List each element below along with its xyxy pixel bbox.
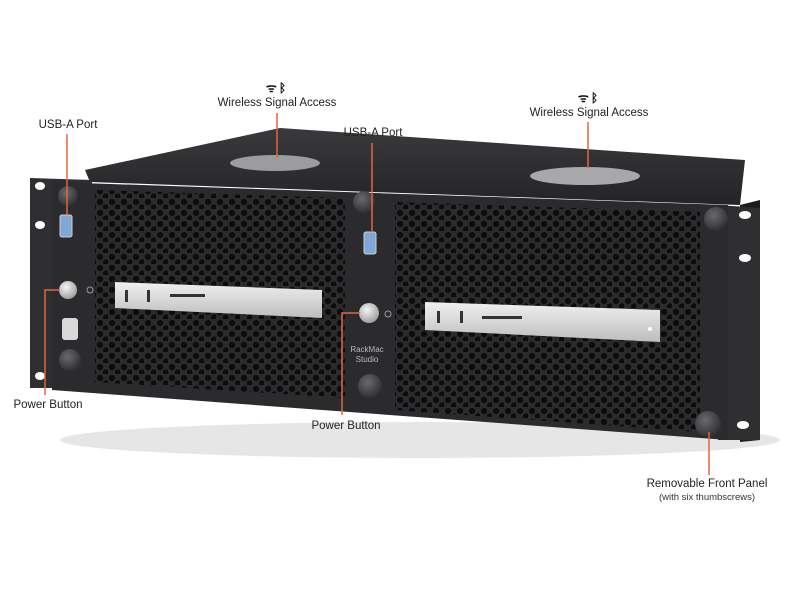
wifi-icon: ᯤ bbox=[577, 91, 591, 105]
chassis-top bbox=[85, 128, 745, 205]
power-button-center[interactable] bbox=[359, 303, 379, 323]
wireless-window-right bbox=[530, 167, 640, 185]
power-button-left[interactable] bbox=[59, 281, 77, 299]
usb-a-port-left[interactable] bbox=[59, 214, 73, 238]
ear-hole bbox=[739, 254, 751, 262]
thumbscrew[interactable] bbox=[59, 349, 81, 371]
bluetooth-icon: ᛒ bbox=[278, 81, 289, 95]
device-brand-label: RackMac Studio bbox=[350, 345, 383, 365]
thumbscrew[interactable] bbox=[353, 191, 375, 213]
ear-hole bbox=[737, 421, 749, 429]
callout-front-panel: Removable Front Panel bbox=[646, 478, 768, 490]
power-icon bbox=[384, 310, 392, 318]
brand-line-2: Studio bbox=[355, 355, 379, 364]
power-icon bbox=[86, 286, 94, 294]
thumbscrew[interactable] bbox=[58, 186, 78, 206]
callout-front-panel-note: (with six thumbscrews) bbox=[658, 492, 756, 503]
thumbscrew[interactable] bbox=[695, 411, 721, 437]
callout-power-center: Power Button bbox=[311, 420, 381, 432]
ear-hole bbox=[35, 221, 45, 229]
wifi-icon: ᯤ bbox=[265, 81, 279, 95]
usb-a-port-center[interactable] bbox=[363, 231, 377, 255]
wireless-icons-right: ᯤᛒ bbox=[578, 89, 600, 106]
rack-ear-right bbox=[718, 205, 760, 440]
wireless-icons-left: ᯤᛒ bbox=[266, 79, 288, 96]
callout-lines bbox=[44, 113, 710, 475]
brand-line-1: RackMac bbox=[350, 345, 384, 354]
thumbscrew[interactable] bbox=[704, 207, 728, 231]
callout-usb-left: USB-A Port bbox=[38, 119, 98, 131]
thumbscrew[interactable] bbox=[358, 374, 382, 398]
callout-usb-center: USB-A Port bbox=[343, 127, 403, 139]
ear-hole bbox=[739, 211, 751, 219]
ear-hole bbox=[35, 372, 45, 380]
callout-power-left: Power Button bbox=[13, 399, 83, 411]
callout-wireless-left: Wireless Signal Access bbox=[217, 97, 337, 109]
brand-logo bbox=[62, 318, 78, 340]
bluetooth-icon: ᛒ bbox=[590, 91, 601, 105]
floor-shadow bbox=[60, 422, 780, 458]
callout-wireless-right: Wireless Signal Access bbox=[529, 107, 649, 119]
mac-studio-right bbox=[425, 302, 660, 342]
mac-studio-left bbox=[115, 282, 322, 318]
ear-hole bbox=[35, 182, 45, 190]
wireless-window-left bbox=[230, 155, 320, 171]
